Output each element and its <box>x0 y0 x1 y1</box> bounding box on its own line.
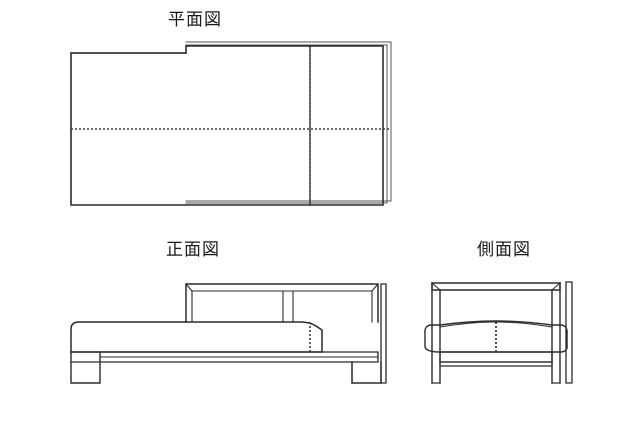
plan-headboard-layer-outer <box>185 41 392 202</box>
side-headboard-bevel-left <box>431 282 441 291</box>
plan-headboard-layer-mid <box>185 44 388 204</box>
plan-outline <box>70 45 384 206</box>
side-headboard-top-rail <box>431 282 561 291</box>
front-view-group <box>70 283 387 384</box>
plan-view-group <box>70 41 392 206</box>
front-mattress <box>70 321 323 353</box>
front-view-label: 正面図 <box>166 240 220 260</box>
front-headboard-left-bevel <box>185 283 193 323</box>
front-headboard-frame <box>185 283 379 323</box>
side-post-right <box>551 282 561 384</box>
plan-view-label: 平面図 <box>168 10 222 30</box>
side-view-label: 側面図 <box>477 240 531 260</box>
side-headboard-bevel-right <box>551 282 561 291</box>
front-leg-left <box>70 351 101 384</box>
plan-centerlines <box>71 46 391 205</box>
front-headboard-post-right <box>380 283 387 384</box>
side-post-left <box>431 282 441 384</box>
front-leg-right <box>351 361 382 384</box>
side-frame-rail <box>439 351 553 363</box>
side-view-group <box>424 281 573 384</box>
front-headboard-right-bevel <box>371 283 379 323</box>
